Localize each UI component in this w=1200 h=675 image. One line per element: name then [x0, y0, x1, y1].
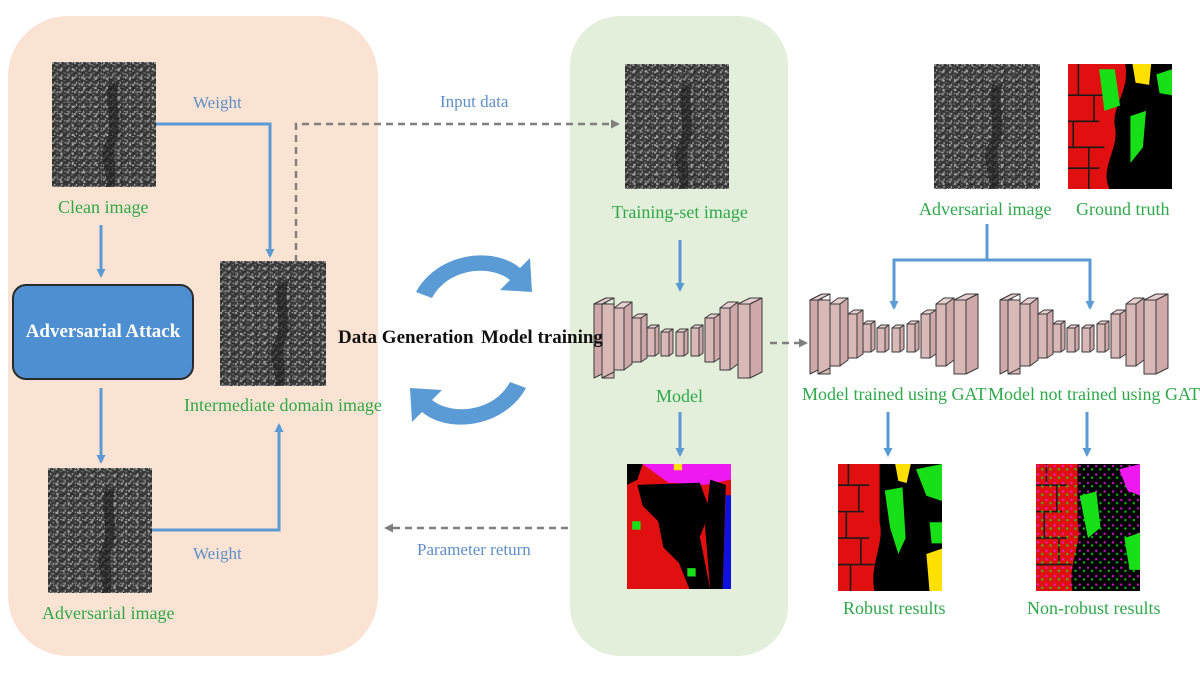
adversarial-image-left-thumbnail: [48, 468, 152, 593]
adversarial-image-left-label: Adversarial image: [42, 603, 175, 623]
model-not-trained-gat-label: Model not trained using GAT: [988, 384, 1200, 404]
model-prediction-map: [627, 464, 731, 589]
model-trained-gat-icon: [809, 293, 979, 375]
parameter-return-label: Parameter return: [417, 540, 531, 559]
model-unet-icon: [593, 297, 763, 379]
model-label: Model: [656, 386, 703, 406]
model-not-trained-gat-icon: [999, 293, 1169, 375]
model-training-label: Model training: [481, 327, 603, 348]
weight-bottom-label: Weight: [193, 544, 242, 563]
ground-truth-label: Ground truth: [1076, 199, 1170, 219]
clean-image-thumbnail: [52, 62, 156, 187]
model-trained-gat-label: Model trained using GAT: [802, 384, 987, 404]
clean-image-label: Clean image: [58, 197, 149, 217]
input-data-label: Input data: [440, 92, 509, 111]
intermediate-domain-image-thumbnail: [220, 261, 326, 386]
non-robust-results-map: [1036, 464, 1140, 591]
non-robust-results-label: Non-robust results: [1027, 598, 1161, 618]
training-set-image-label: Training-set image: [612, 202, 748, 222]
adversarial-image-right-thumbnail: [934, 64, 1040, 189]
training-set-image-thumbnail: [625, 64, 729, 189]
adversarial-attack-box: Adversarial Attack: [12, 284, 194, 380]
data-generation-label: Data Generation: [338, 327, 474, 348]
ground-truth-map: [1068, 64, 1172, 189]
adversarial-image-right-label: Adversarial image: [919, 199, 1052, 219]
robust-results-map: [838, 464, 942, 591]
robust-results-label: Robust results: [843, 598, 946, 618]
adversarial-attack-label: Adversarial Attack: [25, 321, 181, 342]
intermediate-domain-image-label: Intermediate domain image: [184, 395, 382, 415]
weight-top-label: Weight: [193, 93, 242, 112]
